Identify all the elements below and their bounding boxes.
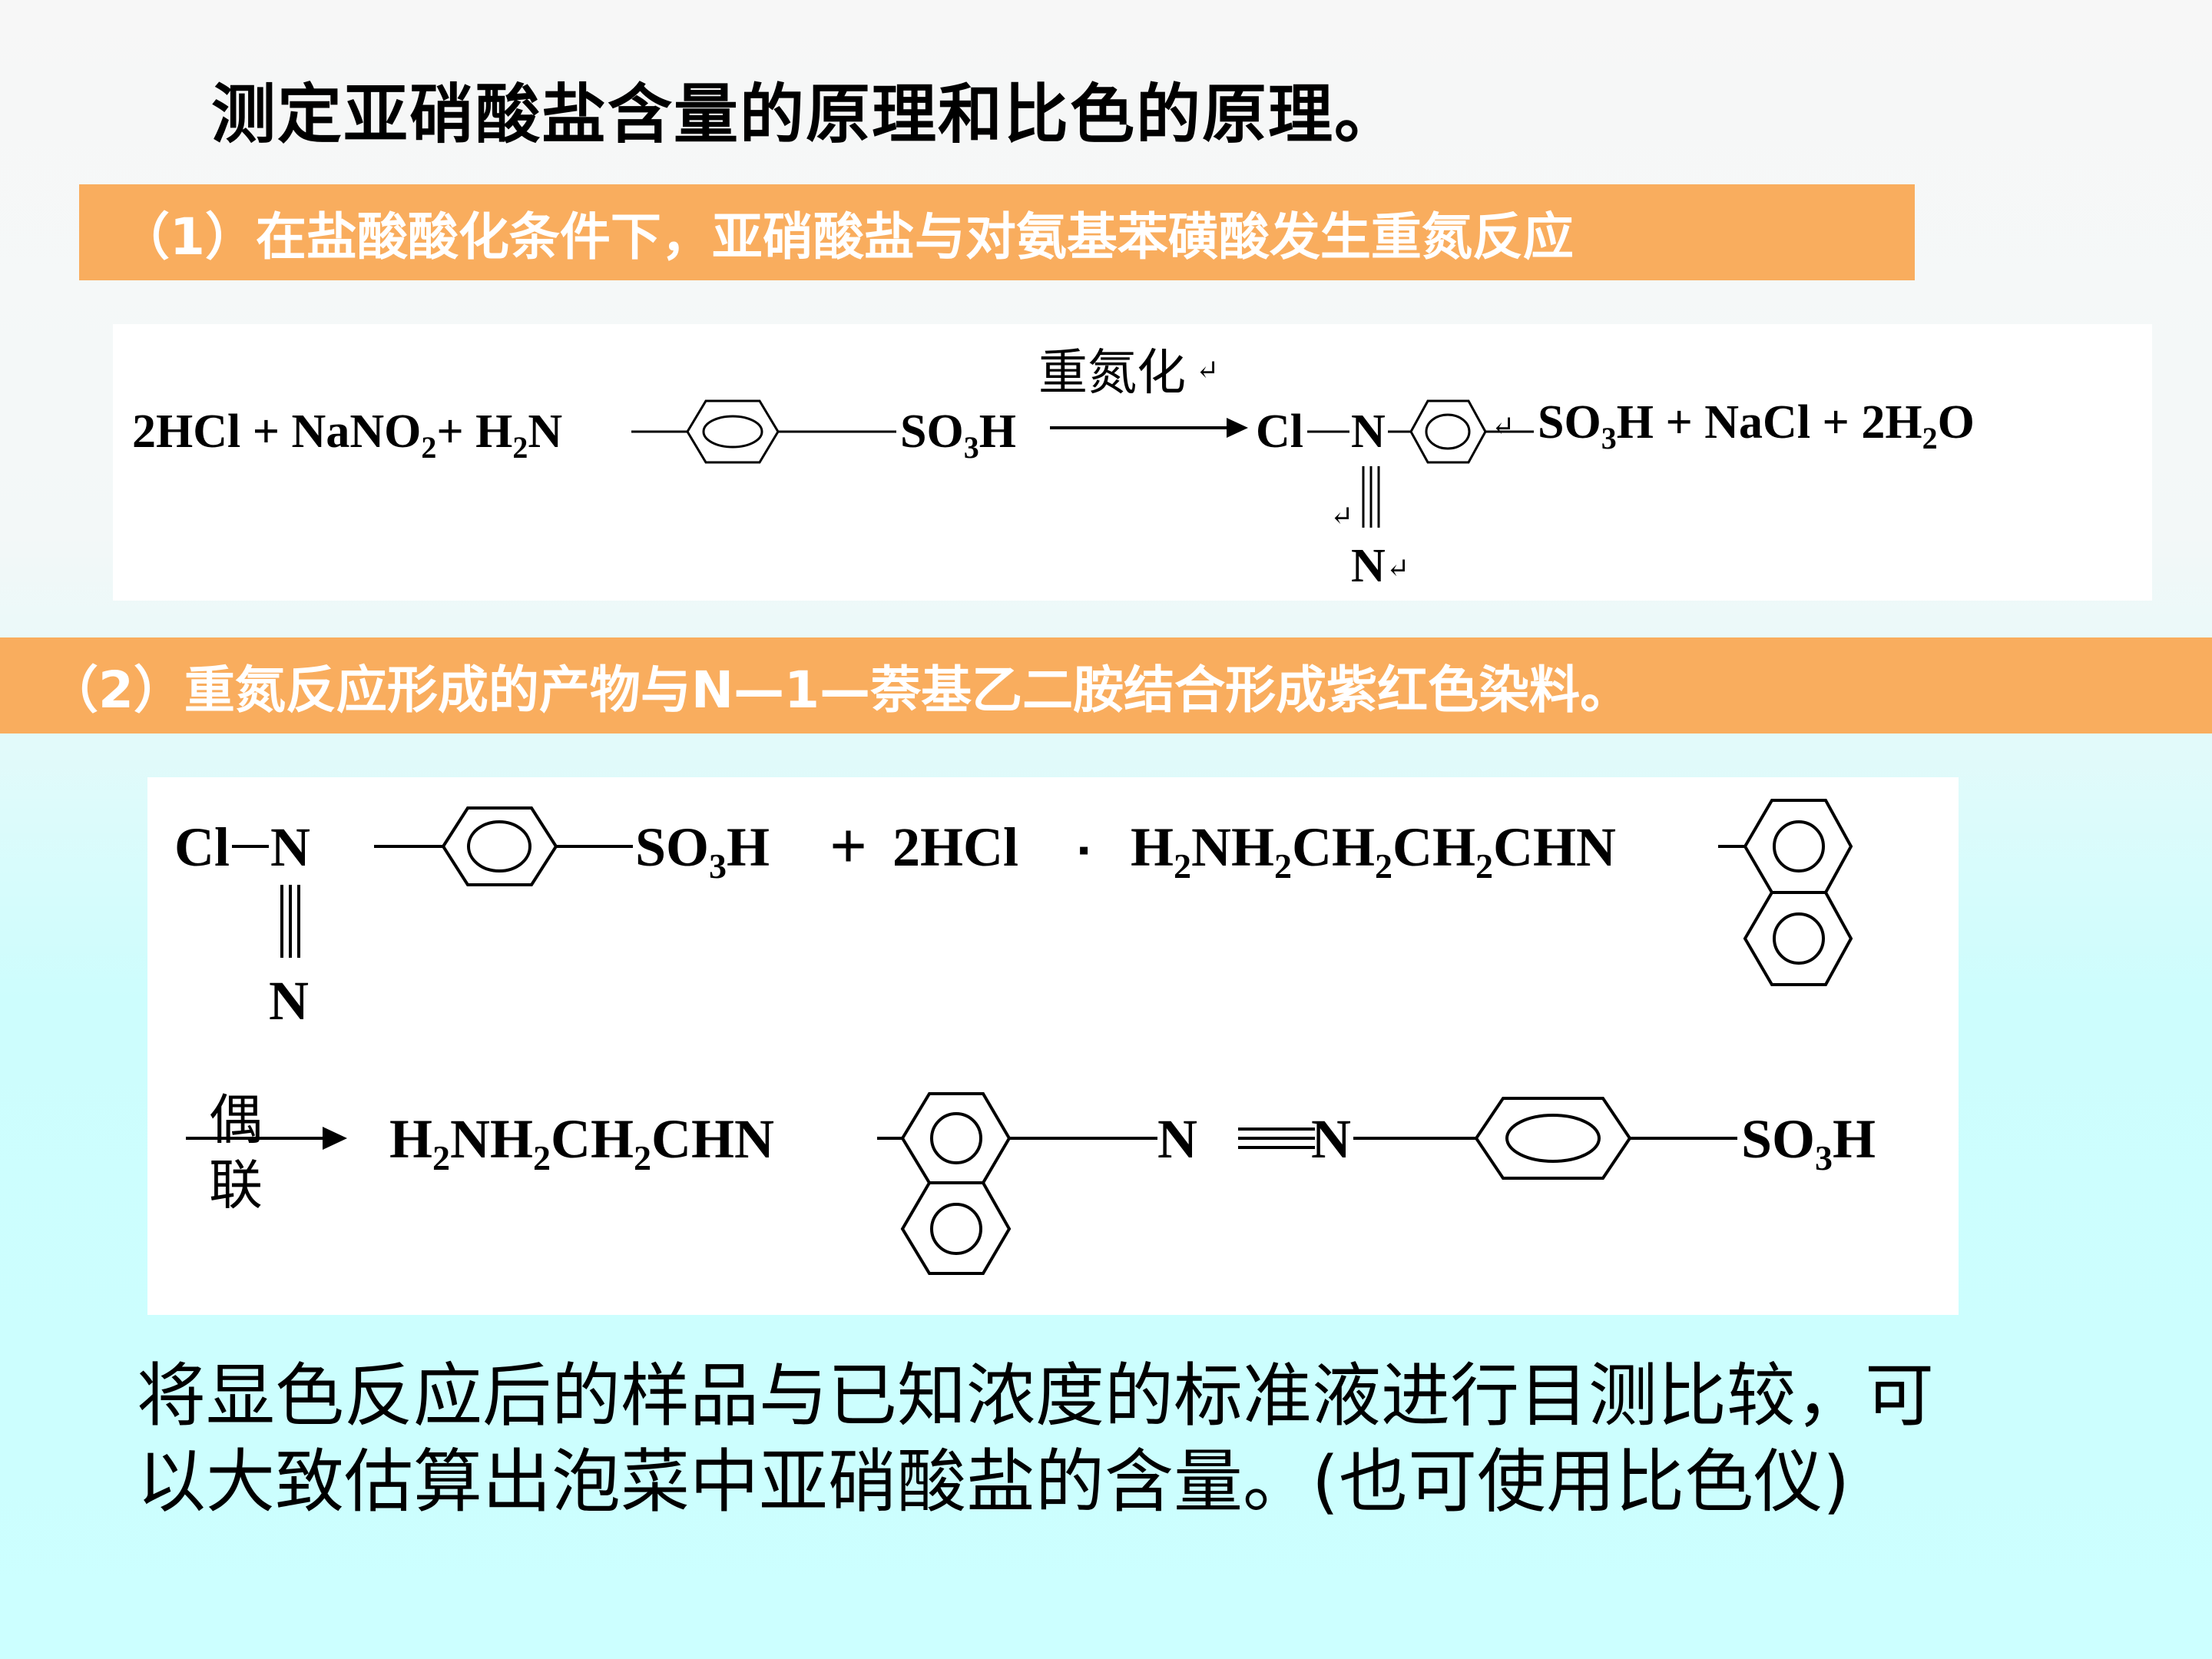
sulfonic-group-2: SO xyxy=(635,816,709,878)
diazo-n-lower: N xyxy=(1351,540,1386,592)
naphthalene-ring-2 xyxy=(877,1092,1157,1275)
explanation-line-2: 以大致估算出泡菜中亚硝酸盐的含量。(也可使用比色仪) xyxy=(137,1442,1850,1522)
arrow-label-diazotization: 重氮化 xyxy=(1038,345,1186,402)
chlorine-label: Cl xyxy=(1256,406,1303,458)
naphthylethylenediamine-text: H xyxy=(1131,816,1174,878)
arrow-label-coupling-top: 偶 xyxy=(209,1088,263,1151)
sulfonic-group-3: SO xyxy=(1741,1108,1815,1170)
azo-triple-bond xyxy=(1238,1128,1315,1149)
products-text: SO xyxy=(1538,396,1601,449)
naphthalene-ring-1 xyxy=(1718,799,1853,986)
diazo-n-upper-2: N xyxy=(270,816,310,878)
svg-text:SO3H: SO3H xyxy=(1741,1108,1876,1177)
azo-n-right: N xyxy=(1311,1108,1351,1170)
reagents-text: 2HCl + NaNO xyxy=(132,406,421,458)
dot-separator: ▪ xyxy=(1078,833,1089,867)
diazo-n-lower-2: N xyxy=(269,970,309,1031)
reaction-arrow-1 xyxy=(1050,418,1248,438)
arrow-label-coupling-bottom: 联 xyxy=(209,1154,263,1217)
step1-text: （1）在盐酸酸化条件下，亚硝酸盐与对氨基苯磺酸发生重氮反应 xyxy=(119,207,1574,267)
benzene-ring-3 xyxy=(374,806,633,886)
svg-text:H2NH2CH2CHN: H2NH2CH2CHN xyxy=(389,1108,774,1177)
diazotization-equation: 2HCl + NaNO2+ H2N SO3H 重氮化 ↵ Cl N ↵ N xyxy=(113,324,2152,601)
triple-bond-1 xyxy=(1362,466,1380,528)
benzene-ring-1 xyxy=(631,399,896,464)
svg-text:SO3H: SO3H xyxy=(900,406,1016,465)
svg-text:↵: ↵ xyxy=(1330,501,1353,532)
svg-text:SO3H: SO3H xyxy=(635,816,770,886)
step2-text: （2）重氮反应形成的产物与N—1—萘基乙二胺结合形成紫红色染料。 xyxy=(48,660,1631,720)
step2-banner: （2）重氮反应形成的产物与N—1—萘基乙二胺结合形成紫红色染料。 xyxy=(0,637,2212,733)
azo-n-left: N xyxy=(1157,1108,1197,1170)
plus-sign: + xyxy=(830,809,867,882)
explanation-line-1: 将显色反应后的样品与已知浓度的标准液进行目测比较，可 xyxy=(137,1356,1934,1436)
return-mark-1: ↵ xyxy=(1196,355,1219,386)
benzene-ring-4 xyxy=(1353,1097,1737,1180)
hcl-label: 2HCl xyxy=(892,816,1018,878)
step1-banner: （1）在盐酸酸化条件下，亚硝酸盐与对氨基苯磺酸发生重氮反应 xyxy=(79,184,1915,280)
svg-text:2HCl + NaNO2+ H2N: 2HCl + NaNO2+ H2N xyxy=(132,406,562,465)
reaction-arrow-2 xyxy=(186,1127,347,1150)
page-title: 测定亚硝酸盐含量的原理和比色的原理。 xyxy=(211,77,1401,152)
svg-text:↵: ↵ xyxy=(1492,411,1515,442)
benzene-ring-2 xyxy=(1388,399,1534,464)
sulfonic-group-1: SO xyxy=(900,406,964,458)
svg-text:↵: ↵ xyxy=(1386,553,1409,584)
diazotization-equation-drawing: 2HCl + NaNO2+ H2N SO3H 重氮化 ↵ Cl N ↵ N xyxy=(132,345,1975,592)
azo-dye-text: H xyxy=(389,1108,432,1170)
coupling-equation: Cl N N SO3H + 2HCl ▪ H2NH2CH2CH2CHN xyxy=(147,777,1959,1315)
coupling-equation-drawing: Cl N N SO3H + 2HCl ▪ H2NH2CH2CH2CHN xyxy=(174,799,1876,1275)
explanation-text: 将显色反应后的样品与已知浓度的标准液进行目测比较，可 以大致估算出泡菜中亚硝酸盐… xyxy=(137,1353,2118,1525)
triple-bond-2 xyxy=(280,885,300,958)
chlorine-label-2: Cl xyxy=(174,816,230,878)
svg-text:H2NH2CH2CH2CHN: H2NH2CH2CH2CHN xyxy=(1131,816,1616,886)
svg-text:SO3H + NaCl + 2H2O: SO3H + NaCl + 2H2O xyxy=(1538,396,1975,455)
diazo-n-upper: N xyxy=(1351,406,1386,458)
